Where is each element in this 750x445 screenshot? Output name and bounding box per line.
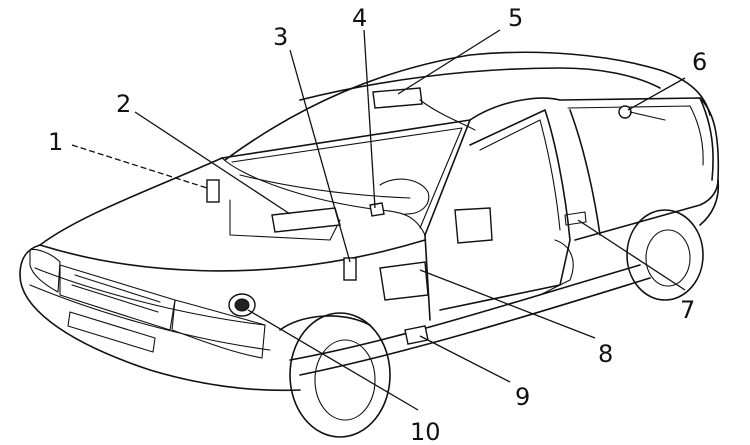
component-9 [404,325,429,345]
callout-5: 5 [508,4,523,32]
component-6 [618,105,632,119]
component-8 [379,261,429,301]
callout-10: 10 [410,418,441,445]
component-5 [372,87,423,109]
component-4 [369,202,385,217]
callout-3: 3 [273,23,288,51]
callout-1: 1 [48,128,63,156]
leader-lines [71,29,686,411]
callout-2: 2 [116,90,131,118]
callout-6: 6 [692,48,707,76]
callout-9: 9 [515,383,530,411]
component-6-wire [629,111,666,121]
component-5-wire [419,99,476,131]
component-1 [206,179,220,203]
car-body [19,51,720,438]
component-2 [271,207,341,233]
callout-7: 7 [680,296,695,324]
callout-4: 4 [352,4,367,32]
component-10-core [234,298,250,312]
component-3 [343,257,357,281]
callout-labels: 1 2 3 4 5 6 7 8 9 10 [48,4,707,445]
callout-8: 8 [598,340,613,368]
